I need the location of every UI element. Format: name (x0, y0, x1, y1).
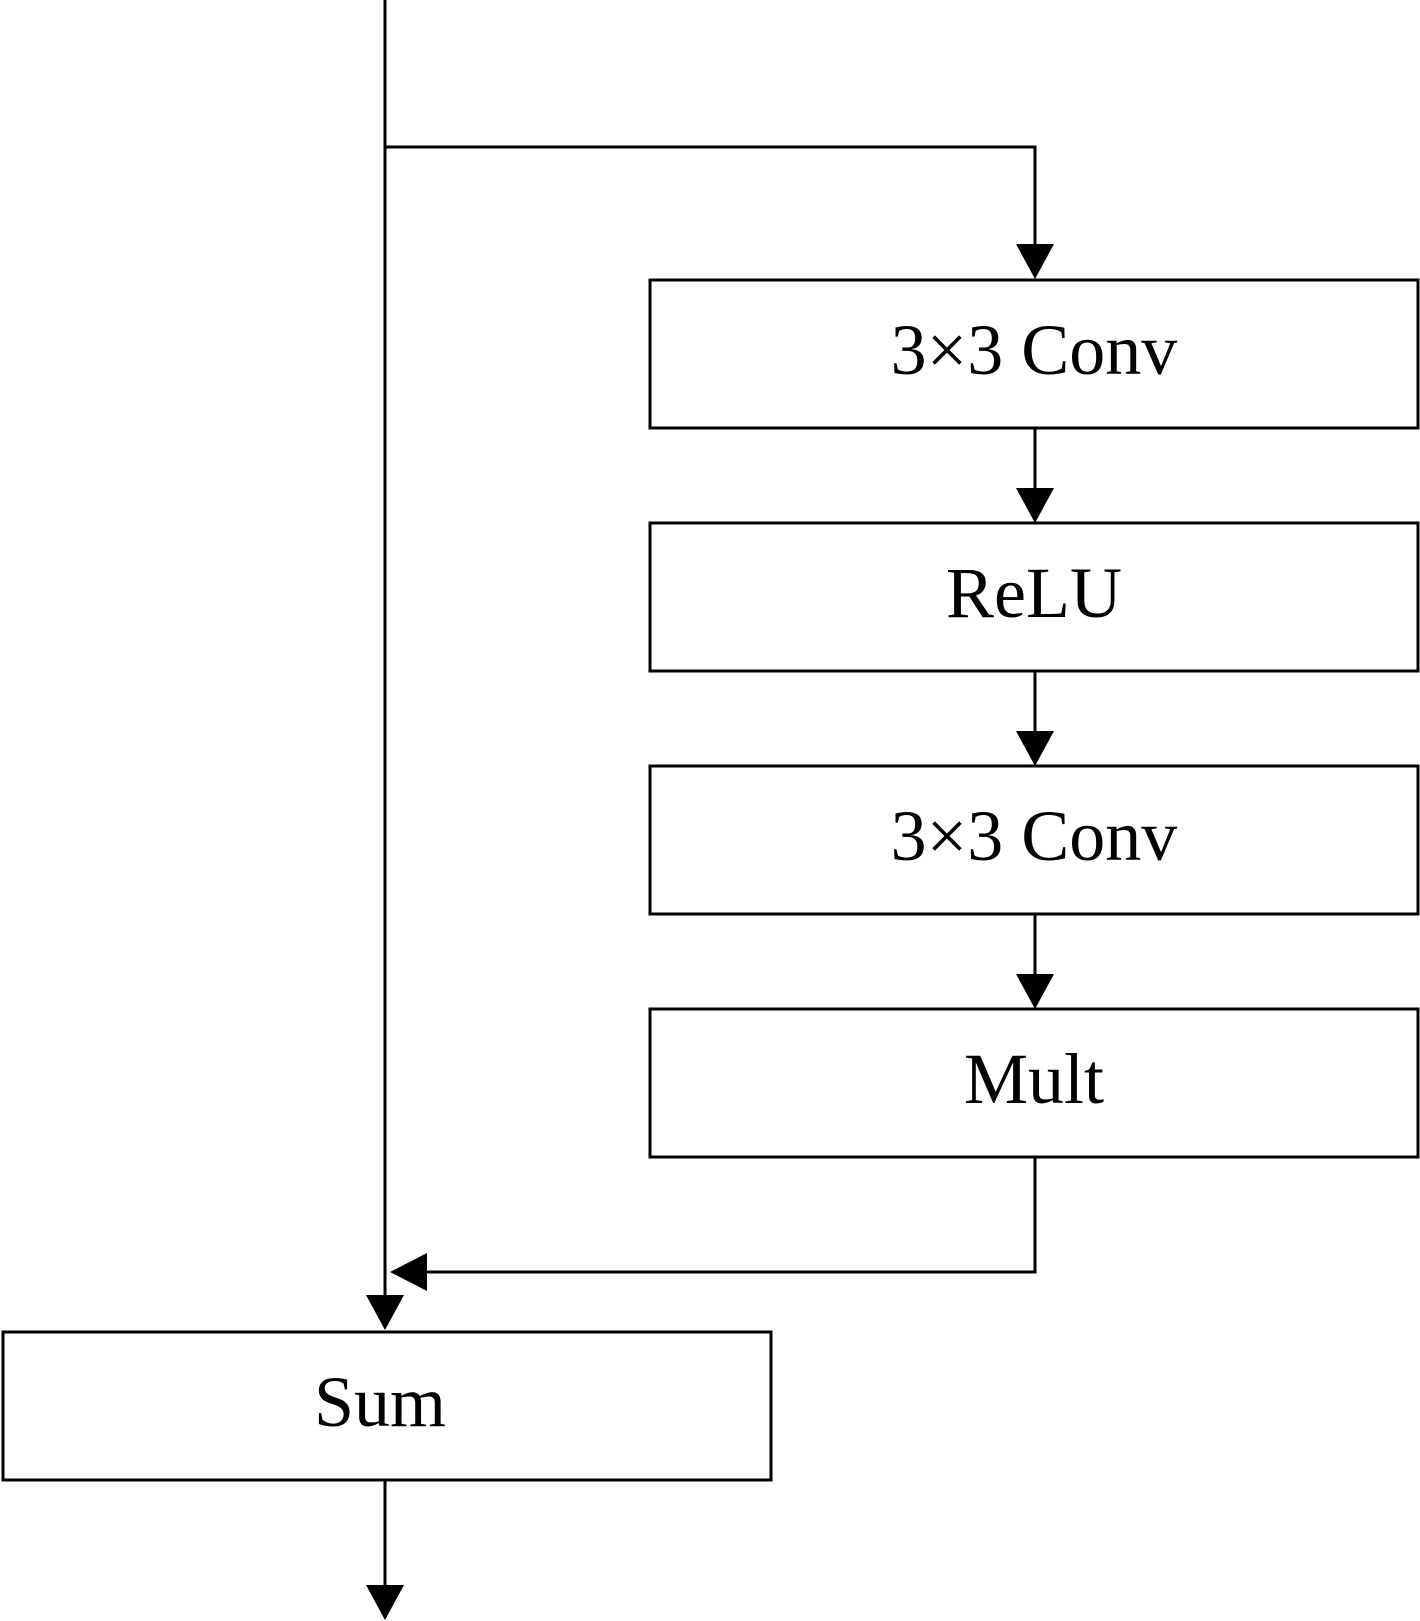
arrowhead-into-skip (390, 1253, 427, 1291)
node-relu-box (648, 521, 1420, 673)
arrowhead-into-sum (366, 1295, 404, 1330)
arrowhead-into-relu (1016, 488, 1054, 523)
node-conv2: 3×3 Conv (648, 764, 1420, 916)
arrowhead-into-conv2 (1016, 731, 1054, 766)
node-sum-box (1, 1330, 773, 1482)
node-mult: Mult (648, 1007, 1420, 1159)
node-conv2-box (648, 764, 1420, 916)
node-conv1-box (648, 278, 1420, 430)
arrowhead-output (366, 1585, 404, 1620)
node-sum: Sum (1, 1330, 773, 1482)
node-sum-label: Sum (314, 1362, 446, 1442)
node-relu-label: ReLU (946, 553, 1122, 633)
node-conv2-label: 3×3 Conv (891, 796, 1178, 876)
node-conv1: 3×3 Conv (648, 278, 1420, 430)
node-relu: ReLU (648, 521, 1420, 673)
arrowhead-into-conv1 (1016, 244, 1054, 279)
node-mult-box (648, 1007, 1420, 1159)
arrowhead-into-mult (1016, 974, 1054, 1009)
node-conv1-label: 3×3 Conv (891, 310, 1178, 390)
node-mult-label: Mult (964, 1039, 1104, 1119)
edge-mult-to-skip (425, 1157, 1037, 1274)
edge-branch-to-conv1 (385, 145, 1037, 245)
